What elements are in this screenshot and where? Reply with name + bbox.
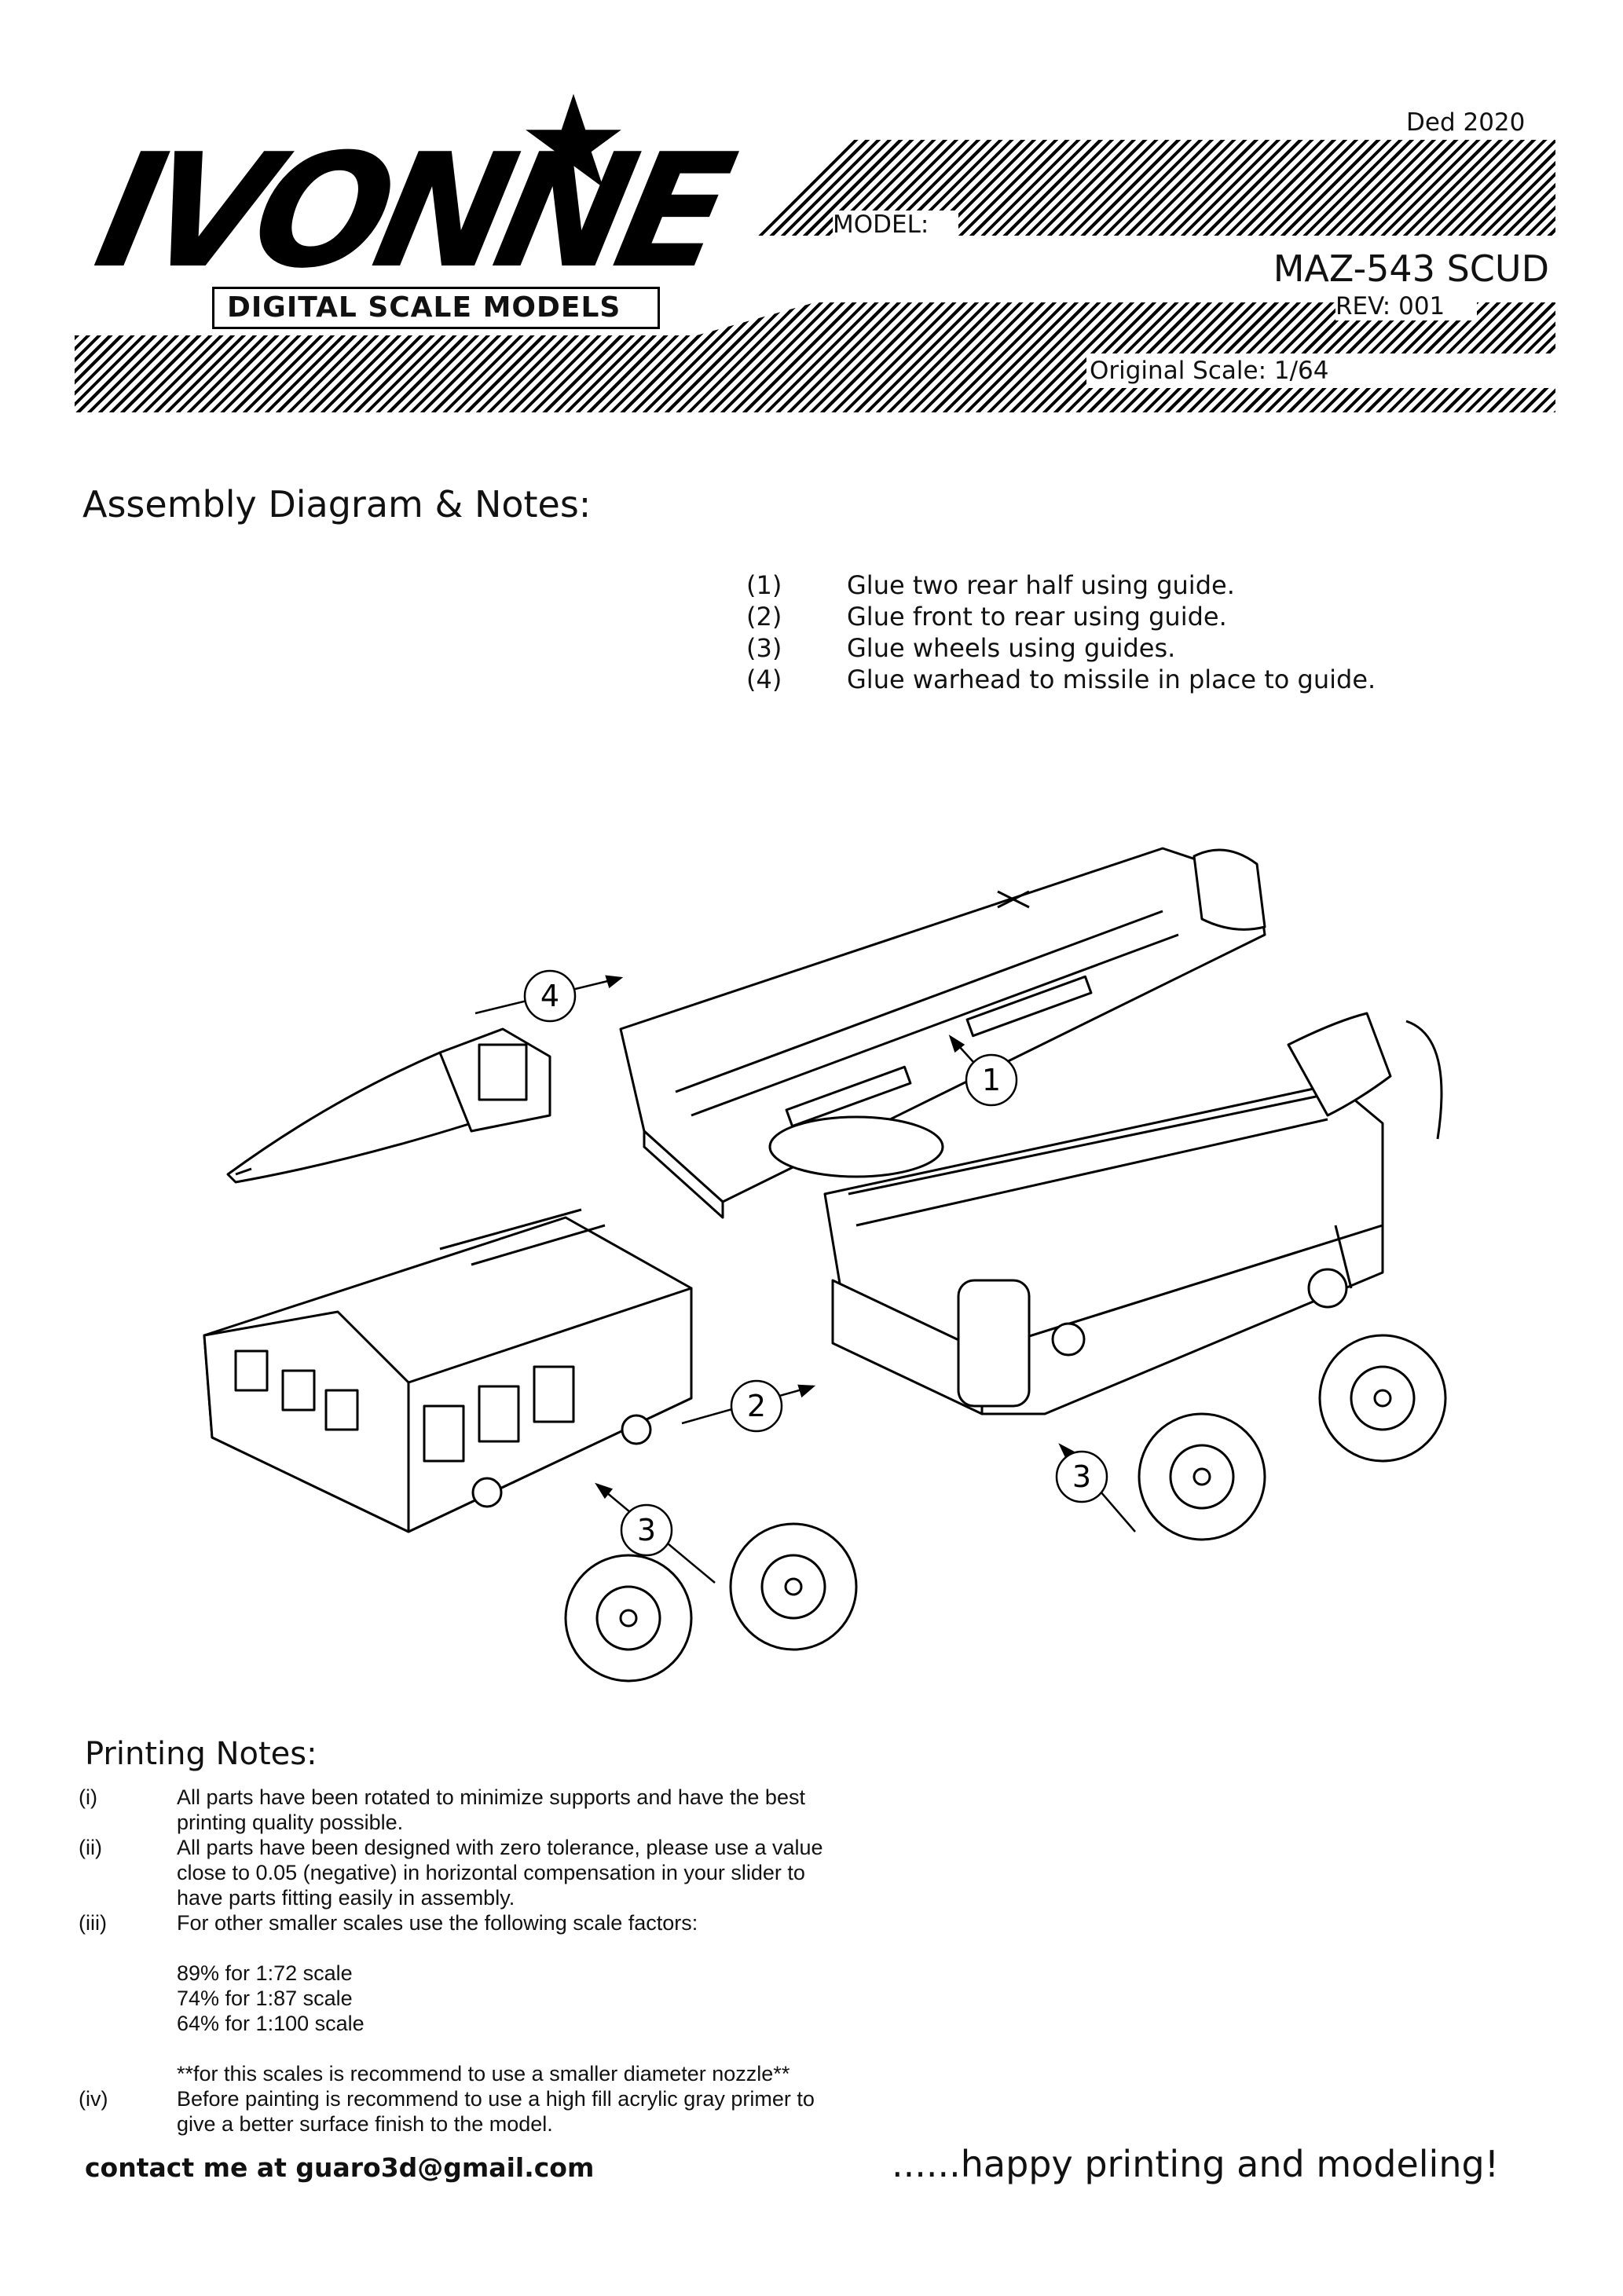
rear-chassis-part [823, 1012, 1443, 1415]
front-cab-part [203, 1208, 693, 1533]
step-text: Glue warhead to missile in place to guid… [847, 665, 1376, 694]
note-number [79, 1961, 177, 2036]
step-text: Glue front to rear using guide. [847, 602, 1227, 632]
note-item: **for this scales is recommend to use a … [79, 2061, 1021, 2086]
callout-3-left: 3 [637, 1513, 656, 1547]
warhead-part [226, 1027, 551, 1184]
model-name: MAZ-543 SCUD [1273, 247, 1549, 290]
callout-4: 4 [540, 979, 559, 1013]
step-row: (2) Glue front to rear using guide. [746, 601, 1376, 632]
assembly-diagram: 4 1 2 3 3 [203, 847, 1447, 1683]
model-name-box: MAZ-543 SCUD [1225, 242, 1555, 295]
callout-1: 1 [982, 1063, 1001, 1097]
scale-factor-line: 74% for 1:87 scale [177, 1987, 353, 2010]
note-item: (iv) Before painting is recommend to use… [79, 2086, 1021, 2137]
missile-part [619, 847, 1266, 1219]
scale-factor-line: 64% for 1:100 scale [177, 2012, 365, 2035]
step-number: (3) [746, 633, 782, 663]
assembly-steps: (1) Glue two rear half using guide. (2) … [746, 569, 1376, 695]
original-scale: Original Scale: 1/64 [1090, 357, 1329, 385]
note-line: All parts have been rotated to minimize … [177, 1785, 805, 1809]
brand-logo: IVONNE DIGITAL SCALE MODELS [71, 86, 737, 338]
note-line: **for this scales is recommend to use a … [177, 2062, 790, 2085]
step-number: (2) [746, 602, 782, 632]
callout-3-right: 3 [1072, 1459, 1091, 1494]
rev-label: REV: 001 [1335, 292, 1445, 320]
note-line: All parts have been designed with zero t… [177, 1836, 823, 1859]
logo-wordmark: IVONNE [82, 120, 737, 303]
wheel [1138, 1412, 1266, 1541]
note-line: Before painting is recommend to use a hi… [177, 2087, 815, 2111]
note-number: (ii) [79, 1836, 102, 1859]
step-number: (1) [746, 570, 782, 600]
note-line: have parts fitting easily in assembly. [177, 1886, 515, 1910]
note-number: (iv) [79, 2087, 108, 2111]
step-row: (1) Glue two rear half using guide. [746, 569, 1376, 601]
note-number: (iii) [79, 1911, 107, 1935]
note-line: close to 0.05 (negative) in horizontal c… [177, 1861, 805, 1884]
note-line: For other smaller scales use the followi… [177, 1911, 698, 1935]
note-item: (i) All parts have been rotated to minim… [79, 1785, 1021, 1835]
step-text: Glue two rear half using guide. [847, 570, 1235, 600]
wheel [564, 1554, 693, 1683]
step-row: (3) Glue wheels using guides. [746, 632, 1376, 664]
printing-title: Printing Notes: [85, 1736, 317, 1772]
note-item: (iii) For other smaller scales use the f… [79, 1910, 1021, 1935]
note-item: (ii) All parts have been designed with z… [79, 1835, 1021, 1910]
star-icon [518, 86, 628, 196]
logo-subtitle: DIGITAL SCALE MODELS [212, 287, 660, 329]
scale-factor-line: 89% for 1:72 scale [177, 1961, 353, 1985]
tagline: ......happy printing and modeling! [892, 2143, 1500, 2185]
callout-2: 2 [747, 1389, 766, 1423]
model-label-box: MODEL: [833, 211, 958, 240]
model-label: MODEL: [833, 211, 929, 239]
scale-box: Original Scale: 1/64 [1086, 353, 1555, 388]
step-text: Glue wheels using guides. [847, 633, 1176, 663]
note-number: (i) [79, 1785, 97, 1809]
assembly-title: Assembly Diagram & Notes: [82, 483, 592, 525]
rev-box: REV: 001 [1335, 292, 1477, 320]
contact-text: contact me at guaro3d@gmail.com [85, 2152, 595, 2183]
note-line: printing quality possible. [177, 1811, 404, 1834]
wheel [1318, 1334, 1447, 1463]
printing-notes: (i) All parts have been rotated to minim… [79, 1785, 1021, 2137]
step-number: (4) [746, 665, 782, 694]
note-number [79, 2061, 177, 2086]
date: Ded 2020 [1406, 108, 1526, 137]
note-line: give a better surface finish to the mode… [177, 2112, 553, 2136]
step-row: (4) Glue warhead to missile in place to … [746, 664, 1376, 695]
note-item: 89% for 1:72 scale 74% for 1:87 scale 64… [79, 1961, 1021, 2036]
wheel [729, 1522, 858, 1651]
